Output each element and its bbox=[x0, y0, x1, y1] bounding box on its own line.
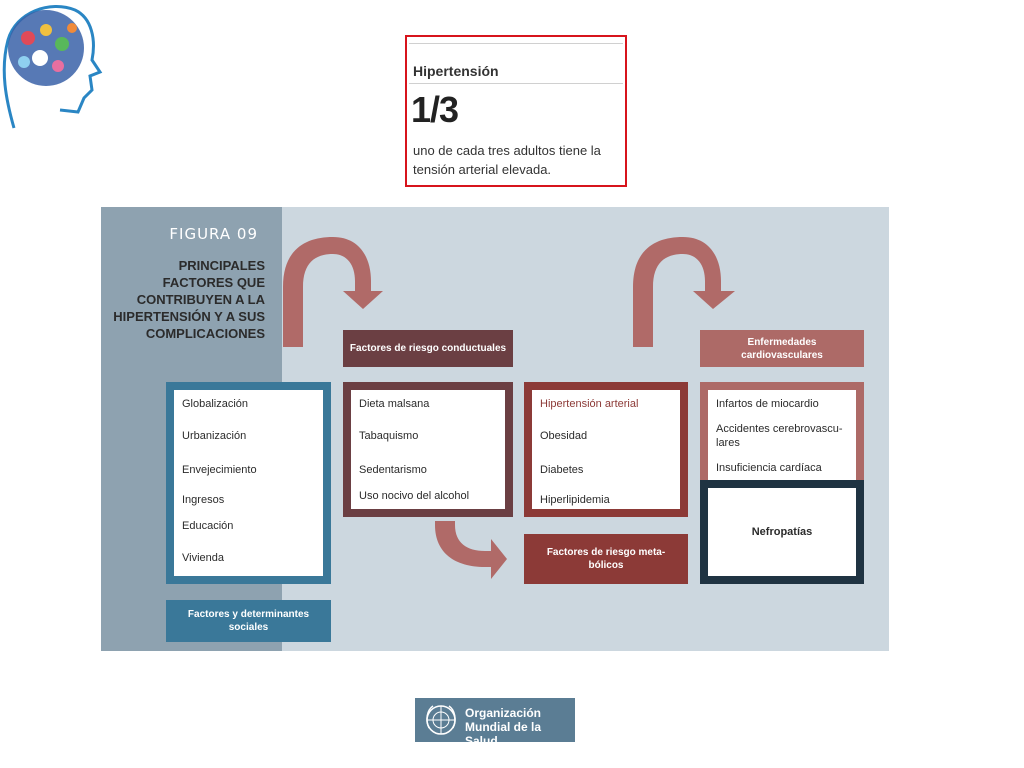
curved-arrow-icon bbox=[283, 237, 383, 347]
list-item: Diabetes bbox=[540, 464, 584, 476]
stat-description: uno de cada tres adultos tiene la tensió… bbox=[413, 143, 601, 177]
list-item: Hiperlipidemia bbox=[540, 494, 610, 506]
social-factors-box: Globalización Urbanización Envejecimient… bbox=[166, 382, 331, 584]
list-item: Sedentarismo bbox=[359, 464, 427, 476]
divider bbox=[409, 83, 623, 84]
who-name-line1: Organización bbox=[465, 706, 542, 720]
list-item: Dieta malsana bbox=[359, 398, 430, 410]
cardiovascular-box: Infartos de miocardio Accidentes cerebro… bbox=[700, 382, 864, 486]
curved-arrow-icon bbox=[633, 237, 735, 347]
stat-title: Hipertensión bbox=[413, 63, 499, 79]
behavioral-factors-box: Dieta malsana Tabaquismo Sedentarismo Us… bbox=[343, 382, 513, 517]
list-item: Ingresos bbox=[182, 494, 225, 506]
list-item: Insuficiencia cardíaca bbox=[716, 462, 822, 474]
who-logo: Organización Mundial de la Salud bbox=[415, 698, 575, 748]
figure-title: PRINCIPALES FACTORES QUE CONTRIBUYEN A L… bbox=[113, 258, 265, 341]
cardiovascular-header: Enfermedades cardiovasculares bbox=[700, 330, 864, 367]
stat-value: 1/3 bbox=[411, 89, 459, 130]
list-item: Tabaquismo bbox=[359, 430, 419, 442]
flow-arrows bbox=[283, 237, 735, 579]
list-item: Educación bbox=[182, 520, 234, 532]
brain-logo bbox=[0, 0, 150, 190]
figure-label: FIGURA 09 bbox=[169, 225, 258, 243]
list-item: Envejecimiento bbox=[182, 464, 257, 476]
list-item: Obesidad bbox=[540, 430, 588, 442]
metabolic-factors-header: Factores de riesgo meta-bólicos bbox=[524, 534, 688, 584]
list-item: Hipertensión arterial bbox=[540, 398, 639, 410]
un-emblem-icon bbox=[426, 705, 456, 735]
list-item: Urbanización bbox=[182, 430, 247, 442]
who-name-line2: Mundial de la Salud bbox=[465, 720, 542, 748]
figure-panel: FIGURA 09 PRINCIPALES FACTORES QUE CONTR… bbox=[101, 207, 889, 651]
curved-arrow-icon bbox=[435, 521, 507, 579]
hypertension-stat-card: Hipertensión 1/3 uno de cada tres adulto… bbox=[405, 35, 627, 187]
behavioral-factors-header: Factores de riesgo conductuales bbox=[343, 330, 513, 367]
list-item: Globalización bbox=[182, 398, 249, 410]
list-item: Accidentes cerebrovascu-lares bbox=[716, 423, 843, 449]
kidney-disease-label: Nefropatías bbox=[751, 526, 813, 538]
list-item: Vivienda bbox=[182, 552, 224, 564]
social-factors-header: Factores y determinantes sociales bbox=[166, 600, 331, 642]
kidney-disease-box: Nefropatías bbox=[700, 480, 864, 584]
metabolic-factors-box: Hipertensión arterial Obesidad Diabetes … bbox=[524, 382, 688, 517]
divider bbox=[409, 43, 623, 44]
list-item: Infartos de miocardio bbox=[716, 398, 819, 410]
list-item: Uso nocivo del alcohol bbox=[359, 490, 470, 502]
